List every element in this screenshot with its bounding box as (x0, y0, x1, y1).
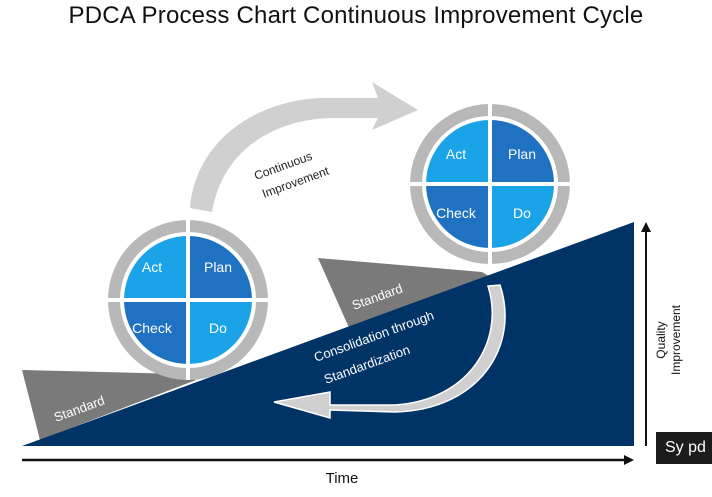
quality-axis-label-line2: Improvement (669, 304, 683, 375)
quality-axis-label-line1: Quality (654, 321, 668, 358)
cycle2-do-quadrant (490, 184, 554, 248)
standard-wedge-2 (318, 258, 492, 330)
cycle1-do-label: Do (209, 320, 227, 336)
consolidation-arrow (273, 284, 506, 419)
cycle1-ring-arrow-right (257, 290, 267, 298)
cycle1-check-quadrant (124, 300, 188, 364)
cycle2-do-label: Do (513, 205, 531, 221)
page-title: PDCA Process Chart Continuous Improvemen… (68, 2, 644, 29)
cycle2-act-label: Act (446, 146, 466, 162)
cycle1-ring-arrow-top (178, 221, 186, 231)
cycle1-act-label: Act (142, 259, 162, 275)
standard-wedge-1 (22, 370, 196, 440)
cycle1-act-quadrant (124, 236, 188, 300)
continuous-improvement-arrow (190, 82, 418, 212)
cycle2-act-quadrant (426, 120, 490, 184)
cycle2-check-quadrant (426, 184, 490, 248)
corner-badge: Sy pd (656, 432, 712, 464)
cycle2-plan-label: Plan (508, 146, 536, 162)
cycle2-plan-quadrant (490, 120, 554, 184)
cycle2-ring-arrow-top (480, 105, 488, 115)
cycle1-plan-label: Plan (204, 259, 232, 275)
cycle2-check-label: Check (436, 205, 477, 221)
improvement-ramp (22, 222, 634, 446)
pdca-cycle-1: Act Plan Check Do (108, 220, 268, 380)
cycle1-check-label: Check (132, 320, 173, 336)
cycle1-do-quadrant (188, 300, 252, 364)
cycle2-ring-arrow-right (559, 174, 569, 182)
pdca-cycle-2: Act Plan Check Do (410, 104, 570, 264)
cycle1-plan-quadrant (188, 236, 252, 300)
time-axis-label: Time (326, 470, 359, 487)
